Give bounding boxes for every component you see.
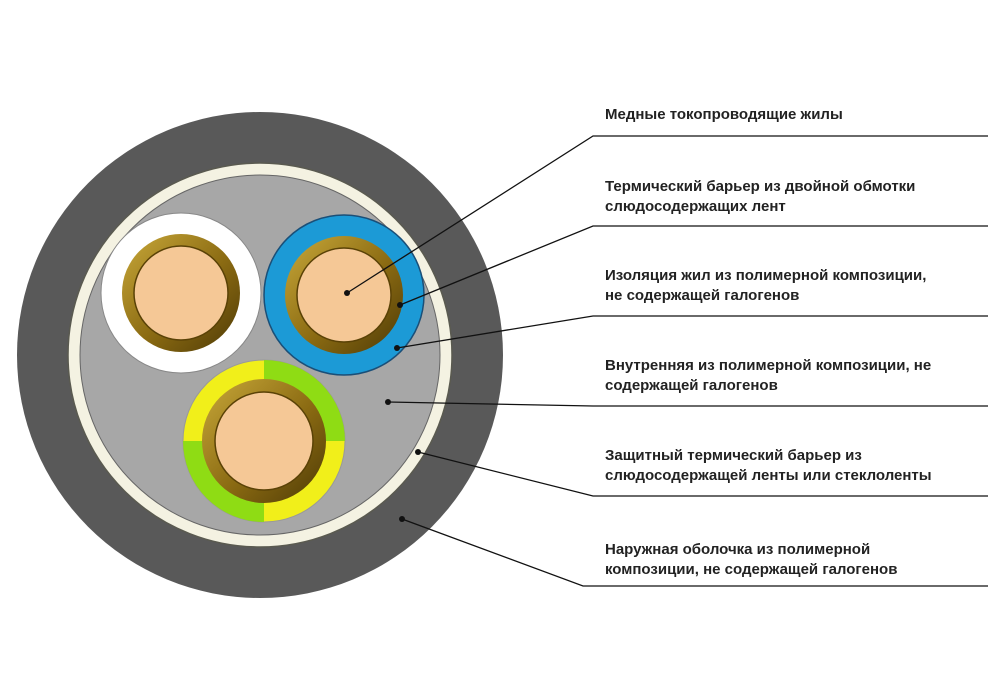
core-blue [263,214,425,376]
label-inner-filling-line-1: Внутренняя из полимерной композиции, не [605,357,932,374]
label-protective-barrier-line-1: Защитный термический барьер из [605,447,862,464]
label-protective-barrier-line-2: слюдосодержащей ленты или стеклоленты [605,467,932,484]
core-blue-conductor [296,247,392,343]
core-white-conductor [133,245,229,341]
pointer-dot-conductor [344,290,350,296]
core-yg-conductor [214,391,314,491]
pointer-dot-insulation [394,345,400,351]
pointer-dot-protective-barrier [415,449,421,455]
label-outer-sheath-line-2: композиции, не содержащей галогенов [605,561,898,578]
pointer-dot-mica-barrier [397,302,403,308]
pointer-dot-inner-filling [385,399,391,405]
core-white [100,212,262,374]
leader-line-conductor [346,135,988,294]
label-protective-barrier: Защитный термический барьер из слюдосоде… [605,446,985,486]
leader-line-inner-filling [387,401,988,407]
label-conductor: Медные токопроводящие жилы [605,105,985,125]
label-insulation: Изоляция жил из полимерной композиции, н… [605,266,985,306]
pointer-dot-outer-sheath [399,516,405,522]
label-conductor-line-1: Медные токопроводящие жилы [605,106,843,123]
leader-line-outer-sheath [401,518,988,587]
leader-line-protective-barrier [417,451,988,497]
core-yellow-green [182,359,346,523]
label-insulation-line-1: Изоляция жил из полимерной композиции, [605,267,927,284]
pointer-dots [344,290,421,522]
leader-lines [346,135,988,587]
leader-line-mica-barrier [399,225,988,306]
label-mica-barrier-line-2: слюдосодержащих лент [605,198,786,215]
label-outer-sheath: Наружная оболочка из полимерной композиц… [605,540,985,580]
label-insulation-line-2: не содержащей галогенов [605,287,800,304]
label-inner-filling-line-2: содержащей галогенов [605,377,778,394]
leader-line-insulation [396,315,988,349]
label-mica-barrier: Термический барьер из двойной обмотки сл… [605,177,985,217]
label-inner-filling: Внутренняя из полимерной композиции, не … [605,356,985,396]
label-outer-sheath-line-1: Наружная оболочка из полимерной [605,541,871,558]
label-mica-barrier-line-1: Термический барьер из двойной обмотки [605,178,916,195]
